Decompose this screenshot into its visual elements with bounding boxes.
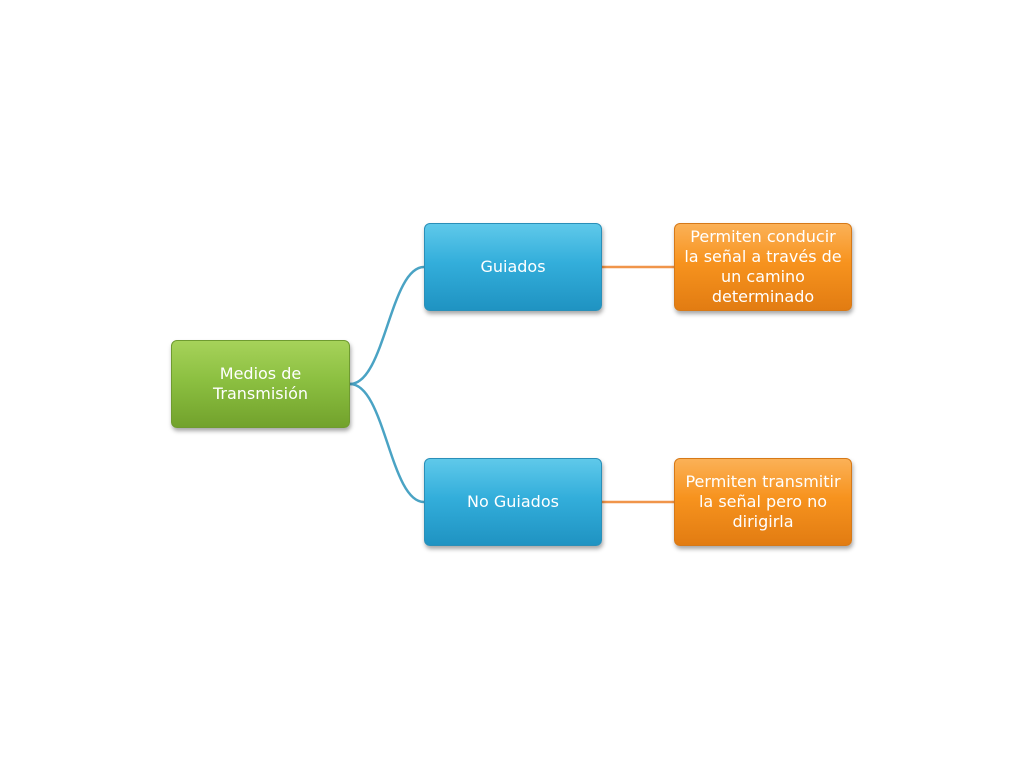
node-no-guiados: No Guiados — [424, 458, 602, 546]
connector-root-to-no-guiados — [349, 382, 425, 504]
node-label: Medios de Transmisión — [212, 364, 309, 403]
connector-root-to-guiados — [349, 265, 425, 386]
node-label: Guiados — [480, 257, 546, 276]
node-guiados: Guiados — [424, 223, 602, 311]
node-guiados-detail: Permiten conducir la señal a través de u… — [674, 223, 852, 311]
node-medios-de-transmision: Medios de Transmisión — [171, 340, 350, 428]
node-label: Permiten conducir la señal a través de u… — [684, 227, 842, 306]
node-label: No Guiados — [467, 492, 559, 511]
node-no-guiados-detail: Permiten transmitir la señal pero no dir… — [674, 458, 852, 546]
node-label: Permiten transmitir la señal pero no dir… — [685, 472, 841, 531]
